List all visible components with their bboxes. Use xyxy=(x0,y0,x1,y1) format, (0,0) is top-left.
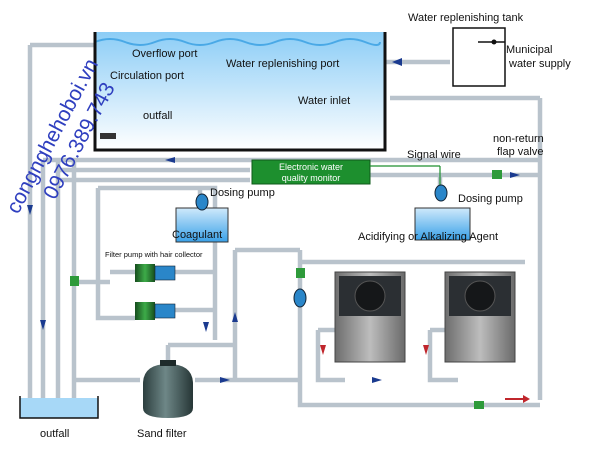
filter-pumps: Filter pump with hair collector xyxy=(105,250,203,320)
flow-arrow-hot xyxy=(423,345,429,355)
acid-agent-label: Acidifying or Alkalizing Agent xyxy=(358,231,498,243)
valve-icon xyxy=(474,401,484,409)
coagulant-dosing: Dosing pump Coagulant xyxy=(172,187,275,243)
flow-arrow xyxy=(220,377,230,383)
valve-line2: flap valve xyxy=(497,146,543,158)
non-return-valve: non-return flap valve xyxy=(492,133,544,179)
signal-wire-label: Signal wire xyxy=(407,149,461,161)
ph-dosing: Dosing pump Acidifying or Alkalizing Age… xyxy=(358,184,523,243)
monitor-line2: quality monitor xyxy=(282,173,341,183)
heat-pump-2 xyxy=(444,271,516,363)
flow-arrow xyxy=(372,377,382,383)
pump-icon xyxy=(293,288,307,308)
heat-pump-1 xyxy=(334,271,406,363)
municipal-line2: water supply xyxy=(508,58,571,70)
sand-filter-label: Sand filter xyxy=(137,428,187,440)
pump-motor xyxy=(154,303,176,319)
pump-motor xyxy=(154,265,176,281)
outfall-basin: outfall xyxy=(19,396,99,440)
filter-pump-label: Filter pump with hair collector xyxy=(105,250,203,259)
overflow-port-label: Overflow port xyxy=(132,48,197,60)
flow-arrow xyxy=(27,205,33,215)
pool-outfall-label: outfall xyxy=(143,110,172,122)
valve-icon xyxy=(70,276,79,286)
water-quality-monitor: Electronic water quality monitor Signal … xyxy=(251,149,461,200)
flow-arrow xyxy=(165,157,175,163)
valve-icon xyxy=(296,268,305,278)
dosing-tank-icon xyxy=(414,207,471,241)
pump-icon xyxy=(135,302,155,320)
pump-icon xyxy=(434,184,448,202)
bottom-outfall-label: outfall xyxy=(40,428,69,440)
tank-title: Water replenishing tank xyxy=(408,12,524,24)
valve-line1: non-return xyxy=(493,133,544,145)
pool-wall xyxy=(93,32,387,152)
valves xyxy=(70,268,484,409)
flow-arrow xyxy=(392,58,402,66)
replenishing-tank: Water replenishing tank Municipal water … xyxy=(408,12,571,87)
float-valve-icon xyxy=(491,39,497,45)
dosing-left-label: Dosing pump xyxy=(210,187,275,199)
flow-arrow xyxy=(203,322,209,332)
dosing-right-label: Dosing pump xyxy=(458,193,523,205)
outfall-water xyxy=(20,398,98,418)
flow-arrow xyxy=(232,312,238,322)
flow-arrow-hot xyxy=(320,345,326,355)
sand-filter-icon xyxy=(143,364,193,418)
flow-arrow-hot xyxy=(523,395,530,403)
flow-arrows xyxy=(27,58,530,403)
pump-icon xyxy=(195,193,209,211)
valve-icon xyxy=(492,170,502,179)
monitor-line1: Electronic water xyxy=(279,162,343,172)
flow-arrow xyxy=(510,172,520,178)
circulation-port-label: Circulation port xyxy=(110,70,184,82)
pool-water xyxy=(95,32,385,150)
municipal-line1: Municipal xyxy=(506,44,552,56)
replenishing-port-label: Water replenishing port xyxy=(226,58,339,70)
drain-icon xyxy=(100,133,116,139)
flow-arrow xyxy=(40,320,46,330)
pump-icon xyxy=(135,264,155,282)
swimming-pool: Overflow port Circulation port Water rep… xyxy=(93,32,387,152)
monitor-box xyxy=(251,159,371,185)
water-inlet-label: Water inlet xyxy=(298,95,350,107)
sand-filter: Sand filter xyxy=(137,360,193,440)
tank-body xyxy=(452,27,506,87)
coagulant-label: Coagulant xyxy=(172,229,222,241)
